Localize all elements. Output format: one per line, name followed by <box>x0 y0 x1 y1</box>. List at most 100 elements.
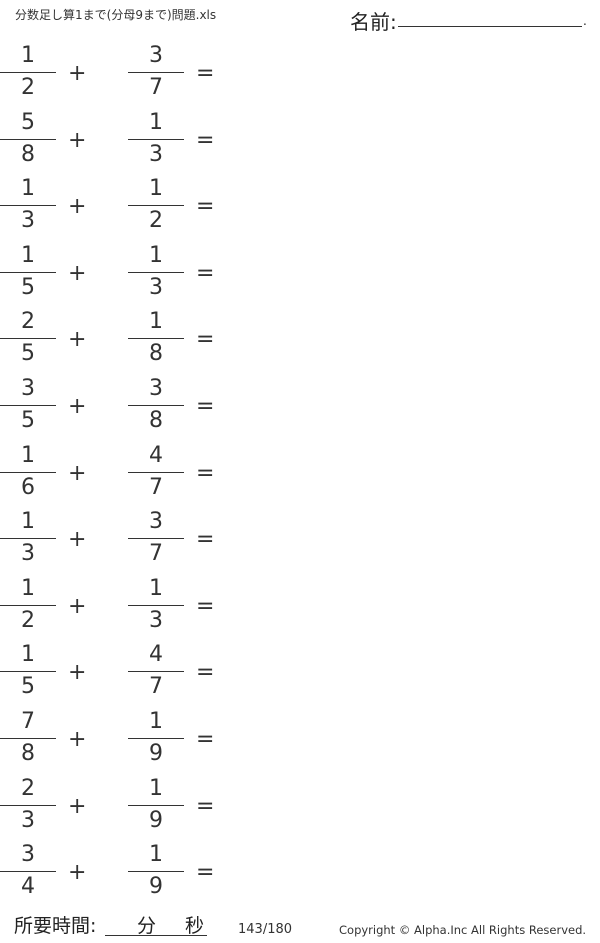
equals-sign: = <box>196 194 215 220</box>
numerator: 5 <box>21 109 35 135</box>
fraction-a: 1 2 <box>0 45 56 105</box>
plus-sign: + <box>68 394 87 419</box>
numerator: 1 <box>149 309 163 335</box>
fraction-bar <box>128 138 184 140</box>
numerator: 1 <box>21 43 35 68</box>
fraction-b: 1 9 <box>128 711 184 771</box>
plus-sign: + <box>68 127 87 153</box>
denominator: 9 <box>149 741 163 766</box>
numerator: 3 <box>149 43 163 68</box>
fraction-bar <box>0 72 56 73</box>
plus-sign: + <box>68 460 87 486</box>
fraction-b: 3 8 <box>128 378 184 438</box>
fraction-bar <box>128 72 184 73</box>
numerator: 1 <box>149 242 163 268</box>
problem-row: 3 5 + 3 8 = <box>0 378 260 438</box>
fraction-b: 1 3 <box>128 242 184 305</box>
problem-row: 1 5 + 1 3 = <box>0 242 260 305</box>
fraction-bar <box>128 338 184 340</box>
numerator: 1 <box>21 242 35 268</box>
fraction-bar <box>128 271 184 273</box>
fraction-a: 1 2 <box>0 575 56 638</box>
denominator: 8 <box>149 341 163 367</box>
fraction-bar <box>0 138 56 140</box>
denominator: 7 <box>149 541 163 567</box>
problem-row: 1 6 + 4 7 = <box>0 442 260 505</box>
fraction-a: 1 3 <box>0 178 56 238</box>
problem-row: 1 2 + 1 3 = <box>0 575 260 638</box>
denominator: 9 <box>149 874 163 900</box>
denominator: 3 <box>149 141 163 167</box>
denominator: 5 <box>21 408 35 433</box>
denominator: 3 <box>149 607 163 633</box>
fraction-bar <box>0 671 56 673</box>
fraction-bar <box>0 804 56 806</box>
fraction-a: 3 5 <box>0 378 56 438</box>
fraction-b: 4 7 <box>128 444 184 505</box>
denominator: 2 <box>21 607 35 633</box>
numerator: 1 <box>149 176 163 202</box>
equals-sign: = <box>196 127 215 153</box>
equals-sign: = <box>196 527 215 553</box>
fraction-bar <box>0 538 56 540</box>
plus-sign: + <box>68 527 87 553</box>
problem-row: 7 8 + 1 9 = <box>0 711 260 771</box>
equals-sign: = <box>196 793 215 819</box>
denominator: 7 <box>149 474 163 500</box>
numerator: 1 <box>21 442 35 468</box>
fraction-b: 1 9 <box>128 777 184 838</box>
fraction-bar <box>128 405 184 406</box>
numerator: 1 <box>149 575 163 601</box>
fraction-bar <box>128 671 184 673</box>
numerator: 1 <box>21 509 35 535</box>
fraction-bar <box>0 338 56 340</box>
numerator: 3 <box>21 376 35 401</box>
fraction-b: 1 9 <box>128 844 184 904</box>
denominator: 8 <box>21 741 35 766</box>
numerator: 3 <box>21 842 35 868</box>
page-number: 143/180 <box>238 922 293 937</box>
fraction-bar <box>0 738 56 739</box>
denominator: 3 <box>149 274 163 300</box>
problem-row: 1 3 + 3 7 = <box>0 511 260 571</box>
problem-row: 5 8 + 1 3 = <box>0 109 260 172</box>
denominator: 3 <box>21 208 35 234</box>
fraction-bar <box>0 471 56 473</box>
problem-row: 1 3 + 1 2 = <box>0 178 260 238</box>
numerator: 2 <box>21 775 35 801</box>
fraction-a: 7 8 <box>0 711 56 771</box>
time-field-line[interactable] <box>105 935 207 936</box>
fraction-bar <box>128 538 184 540</box>
fraction-bar <box>128 738 184 739</box>
problem-row: 2 3 + 1 9 = <box>0 775 260 838</box>
fraction-a: 1 5 <box>0 644 56 704</box>
fraction-a: 2 3 <box>0 775 56 838</box>
equals-sign: = <box>196 394 215 419</box>
denominator: 2 <box>149 208 163 234</box>
name-label: 名前: <box>350 10 397 34</box>
fraction-bar <box>0 604 56 606</box>
plus-sign: + <box>68 860 87 886</box>
equals-sign: = <box>196 61 215 86</box>
name-field-line[interactable] <box>398 26 582 27</box>
fraction-bar <box>128 471 184 473</box>
fraction-bar <box>0 205 56 207</box>
seconds-label: 秒 <box>185 915 205 937</box>
equals-sign: = <box>196 660 215 686</box>
numerator: 2 <box>21 309 35 335</box>
copyright: Copyright © Alpha.Inc All Rights Reserve… <box>339 923 587 937</box>
problem-row: 2 5 + 1 8 = <box>0 311 260 371</box>
denominator: 5 <box>21 341 35 367</box>
fraction-bar <box>128 205 184 207</box>
equals-sign: = <box>196 727 215 752</box>
fraction-a: 1 6 <box>0 442 56 505</box>
fraction-bar <box>0 271 56 273</box>
denominator: 8 <box>149 408 163 433</box>
numerator: 1 <box>21 575 35 601</box>
denominator: 5 <box>21 274 35 300</box>
equals-sign: = <box>196 860 215 886</box>
denominator: 8 <box>21 141 35 167</box>
equals-sign: = <box>196 460 215 486</box>
equals-sign: = <box>196 260 215 286</box>
